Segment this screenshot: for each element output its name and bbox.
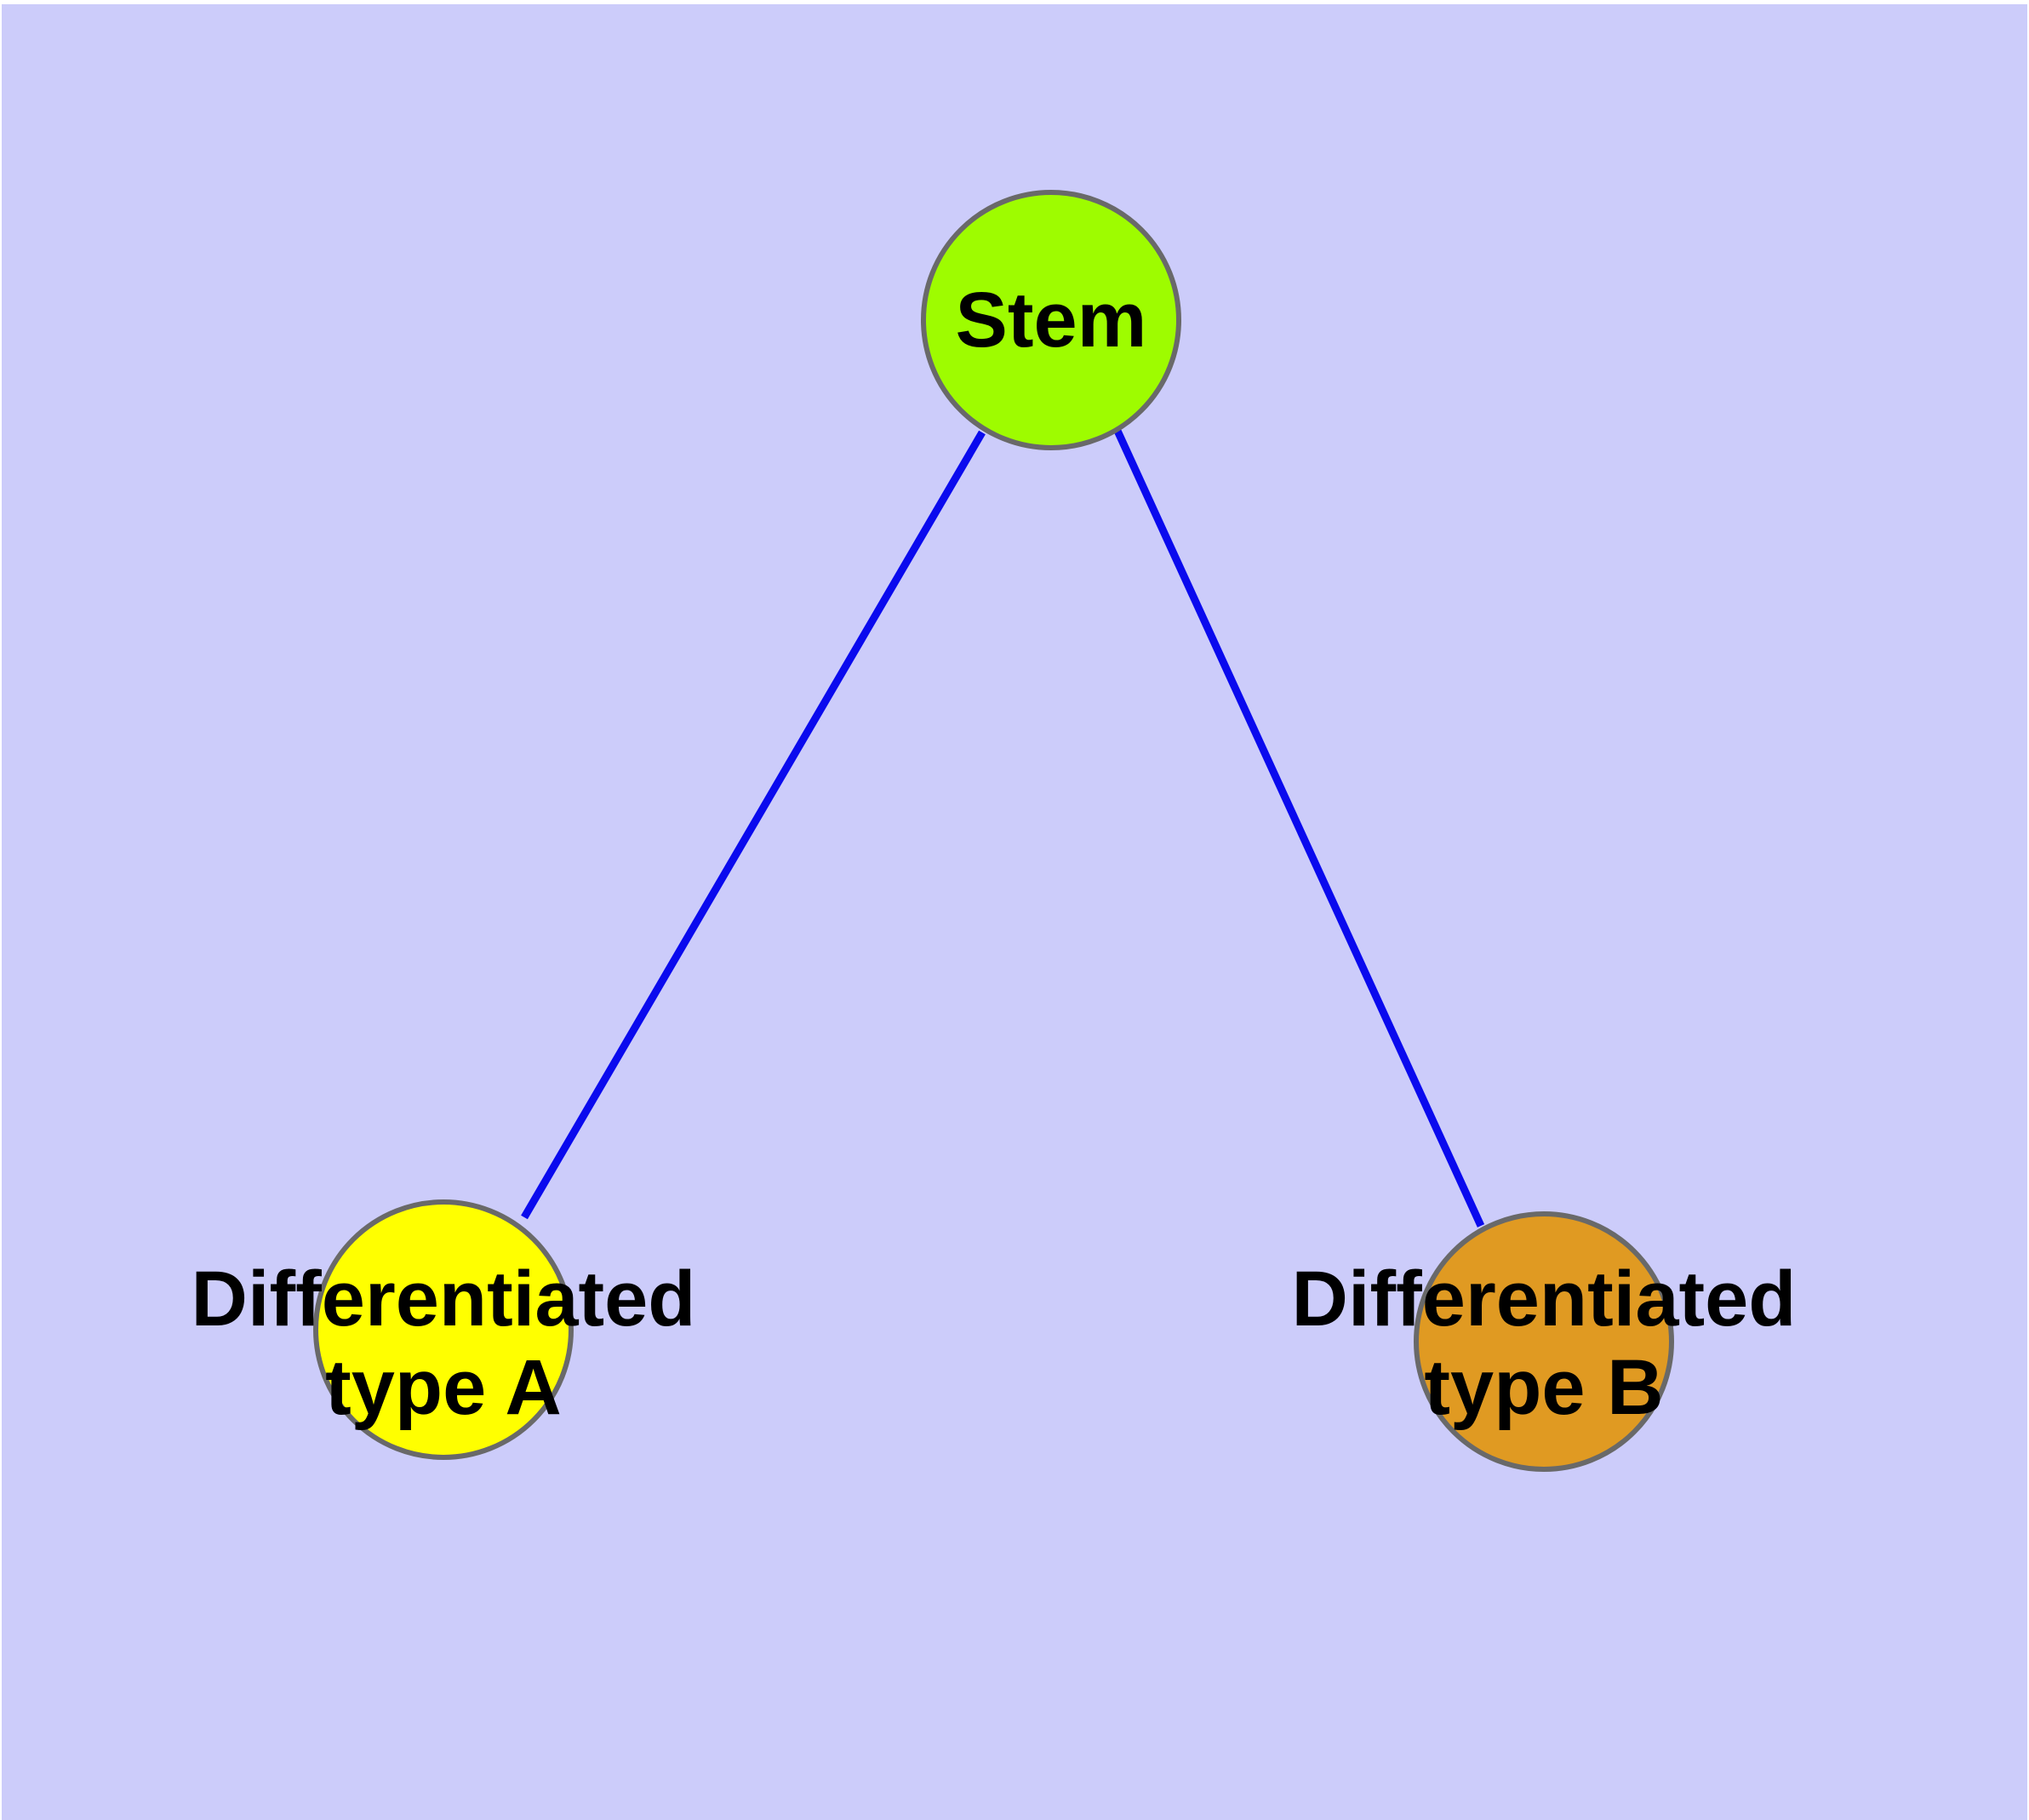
node-circle-differentiated-type-b[interactable] xyxy=(1414,1211,1674,1472)
edge-stem-to-differentiated-type-b[interactable] xyxy=(1113,429,1485,1228)
node-circle-differentiated-type-a[interactable] xyxy=(313,1199,574,1460)
edge-layer xyxy=(521,429,1485,1228)
node-circle-stem[interactable] xyxy=(921,190,1181,450)
node-shape-layer xyxy=(313,190,1674,1472)
node-label-stem: Stem xyxy=(956,277,1147,363)
edge-stem-to-differentiated-type-a[interactable] xyxy=(521,430,986,1220)
